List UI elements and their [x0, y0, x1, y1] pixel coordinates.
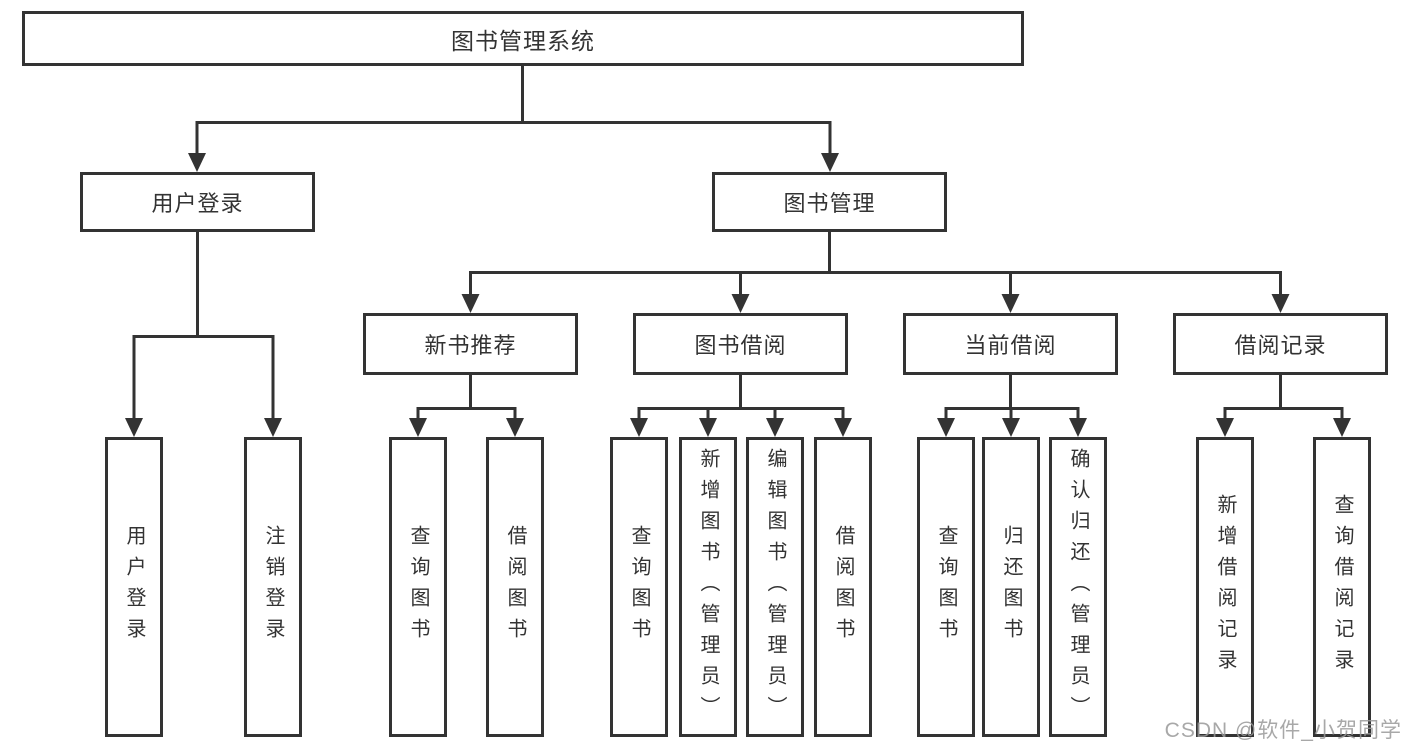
node-book-borrowing: 图书借阅: [633, 313, 848, 375]
node-user-login: 用户登录: [80, 172, 315, 232]
leaf-logout: 注销登录: [244, 437, 302, 737]
leaf-label: 查询借阅记录: [1331, 494, 1353, 680]
node-label: 借阅记录: [1234, 333, 1327, 358]
node-new-book-recommendation: 新书推荐: [363, 313, 578, 375]
leaf-label: 确认归还（管理员）: [1067, 447, 1089, 727]
leaf-label: 归还图书: [1000, 525, 1022, 649]
node-label: 图书借阅: [694, 333, 787, 358]
node-label: 图书管理: [783, 191, 876, 216]
node-label: 新书推荐: [424, 333, 517, 358]
leaf-query-books-recommend: 查询图书: [389, 437, 447, 737]
leaf-confirm-return-admin: 确认归还（管理员）: [1049, 437, 1107, 737]
leaf-edit-book-admin: 编辑图书（管理员）: [746, 437, 804, 737]
leaf-query-books-current: 查询图书: [917, 437, 975, 737]
leaf-label: 新增借阅记录: [1214, 494, 1236, 680]
leaf-label: 注销登录: [262, 525, 284, 649]
leaf-borrow-books: 借阅图书: [814, 437, 872, 737]
leaf-add-borrow-record: 新增借阅记录: [1196, 437, 1254, 737]
leaf-label: 借阅图书: [832, 525, 854, 649]
node-book-management: 图书管理: [712, 172, 947, 232]
leaf-add-book-admin: 新增图书（管理员）: [679, 437, 737, 737]
leaf-label: 用户登录: [123, 525, 145, 649]
node-system-root: 图书管理系统: [22, 11, 1024, 66]
node-current-borrowing: 当前借阅: [903, 313, 1118, 375]
node-label: 当前借阅: [964, 333, 1057, 358]
csdn-watermark: CSDN @软件_小贺同学: [1164, 719, 1402, 742]
node-label: 用户登录: [151, 191, 244, 216]
node-borrowing-records: 借阅记录: [1173, 313, 1388, 375]
leaf-label: 查询图书: [407, 525, 429, 649]
leaf-query-borrow-record: 查询借阅记录: [1313, 437, 1371, 737]
leaf-query-books-borrow: 查询图书: [610, 437, 668, 737]
node-label: 图书管理系统: [451, 27, 595, 54]
leaf-return-book: 归还图书: [982, 437, 1040, 737]
leaf-label: 查询图书: [935, 525, 957, 649]
leaf-borrow-books-recommend: 借阅图书: [486, 437, 544, 737]
leaf-label: 借阅图书: [504, 525, 526, 649]
leaf-label: 编辑图书（管理员）: [764, 447, 786, 727]
leaf-user-login: 用户登录: [105, 437, 163, 737]
leaf-label: 查询图书: [628, 525, 650, 649]
leaf-label: 新增图书（管理员）: [697, 447, 719, 727]
